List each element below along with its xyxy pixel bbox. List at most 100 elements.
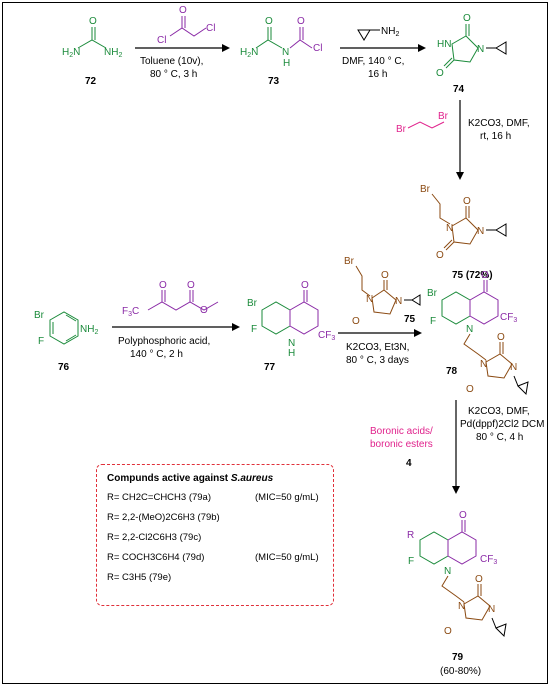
svg-text:R: R xyxy=(407,530,414,541)
step1-condition-temp: 80 ° C, 3 h xyxy=(150,69,197,80)
svg-text:Br: Br xyxy=(427,288,438,299)
chloroacetyl-chloride-structure: O Cl Cl xyxy=(157,5,215,46)
svg-text:N: N xyxy=(477,226,484,237)
svg-text:F: F xyxy=(408,556,414,567)
svg-text:O: O xyxy=(381,270,389,281)
svg-text:Br: Br xyxy=(396,124,407,135)
compound-72-label: 72 xyxy=(85,76,97,87)
svg-text:N: N xyxy=(446,223,453,234)
legend-row-r: R= 2,2-Cl2C6H3 (79c) xyxy=(107,532,202,543)
svg-text:F: F xyxy=(251,324,257,335)
step1-condition-solvent: Toluene (10v), xyxy=(140,56,203,67)
legend-row-79b: R= 2,2-(MeO)2C6H3 (79b) xyxy=(107,512,323,523)
svg-text:O: O xyxy=(466,384,474,395)
step2-condition-solvent: DMF, 140 ° C, xyxy=(342,56,404,67)
boronic-reagent-line1: Boronic acids/ xyxy=(370,426,433,437)
compound-74-structure: O HN N O xyxy=(436,13,507,79)
svg-text:Br: Br xyxy=(438,111,449,122)
step4-condition-acid: Polyphosphoric acid, xyxy=(118,336,210,347)
boronic-reagent-number: 4 xyxy=(406,458,412,469)
svg-text:O: O xyxy=(89,16,97,27)
svg-text:H: H xyxy=(283,58,290,69)
svg-text:O: O xyxy=(301,280,309,291)
step5-condition-base: K2CO3, Et3N, xyxy=(346,342,409,353)
compound-75-label: 75 (72%) xyxy=(452,270,493,281)
svg-text:N: N xyxy=(510,362,517,373)
svg-text:N: N xyxy=(395,296,402,307)
step6-condition-base: K2CO3, DMF, xyxy=(468,406,530,417)
svg-text:N: N xyxy=(282,47,289,58)
svg-text:O: O xyxy=(200,305,208,316)
svg-text:N: N xyxy=(444,566,451,577)
svg-text:O: O xyxy=(481,270,489,281)
legend-title: Compunds active against S.aureus xyxy=(107,473,323,484)
legend-title-prefix: Compunds active against xyxy=(107,473,231,484)
svg-text:N: N xyxy=(288,338,295,349)
svg-text:H: H xyxy=(288,348,295,359)
legend-row-79d: R= COCH3C6H4 (79d) (MIC=50 g/mL) xyxy=(107,552,323,563)
step3-condition-base: K2CO3, DMF, xyxy=(468,118,530,129)
compound-73-structure: O H2N N H O Cl xyxy=(240,16,322,69)
compound-79-label: 79 xyxy=(452,652,464,663)
svg-text:Cl: Cl xyxy=(157,35,166,46)
legend-row-r: R= COCH3C6H4 (79d) xyxy=(107,552,205,563)
svg-text:O: O xyxy=(463,196,471,207)
svg-text:H2N: H2N xyxy=(62,47,80,59)
step4-condition-temp: 140 ° C, 2 h xyxy=(130,349,183,360)
svg-text:O: O xyxy=(475,574,483,585)
compound-76-structure: Br F NH2 xyxy=(34,310,98,347)
svg-text:NH2: NH2 xyxy=(381,26,399,38)
svg-text:O: O xyxy=(159,280,167,291)
svg-text:Br: Br xyxy=(247,298,258,309)
compound-74-label: 74 xyxy=(453,84,465,95)
compound-79-yield: (60-80%) xyxy=(440,666,481,677)
svg-text:O: O xyxy=(497,332,505,343)
compound-73-label: 73 xyxy=(268,76,280,87)
svg-text:F3C: F3C xyxy=(122,306,139,318)
svg-text:Br: Br xyxy=(34,310,45,321)
compound-72-structure: O H2N NH2 xyxy=(62,16,122,59)
svg-text:O: O xyxy=(463,13,471,24)
compound-79-structure: O R F N CF3 O N N O xyxy=(407,510,507,638)
step6-condition-temp: 80 ° C, 4 h xyxy=(476,432,523,443)
svg-text:N: N xyxy=(477,44,484,55)
svg-text:H2N: H2N xyxy=(240,47,258,59)
legend-row-r: R= C3H5 (79e) xyxy=(107,572,172,583)
svg-text:HN: HN xyxy=(437,39,451,50)
svg-text:O: O xyxy=(436,68,444,79)
svg-text:Br: Br xyxy=(420,184,431,195)
step5-condition-temp: 80 ° C, 3 days xyxy=(346,355,409,366)
compound-75-structure: Br O N N O xyxy=(420,184,507,261)
legend-row-r: R= CH2C=CHCH3 (79a) xyxy=(107,492,212,503)
dibromoethane-structure: Br Br xyxy=(396,111,449,135)
svg-text:CF3: CF3 xyxy=(500,312,517,324)
trifluoroacetoacetate-structure: O O O F3C xyxy=(122,280,219,318)
svg-text:N: N xyxy=(458,601,465,612)
svg-text:Cl: Cl xyxy=(313,43,322,54)
compound-78-structure: O Br F N CF3 O N N O xyxy=(427,270,529,396)
reagent-75-structure: Br O N N O xyxy=(344,256,421,327)
svg-text:F: F xyxy=(430,316,436,327)
svg-text:O: O xyxy=(179,5,187,16)
svg-text:O: O xyxy=(352,316,360,327)
legend-row-mic: (MIC=50 g/mL) xyxy=(255,492,319,503)
legend-row-79c: R= 2,2-Cl2C6H3 (79c) xyxy=(107,532,323,543)
svg-text:O: O xyxy=(297,16,305,27)
legend-row-79e: R= C3H5 (79e) xyxy=(107,572,323,583)
legend-row-79a: R= CH2C=CHCH3 (79a) (MIC=50 g/mL) xyxy=(107,492,323,503)
svg-text:O: O xyxy=(444,626,452,637)
legend-row-mic: (MIC=50 g/mL) xyxy=(255,552,319,563)
compound-78-label: 78 xyxy=(446,366,458,377)
svg-text:O: O xyxy=(187,280,195,291)
svg-text:NH2: NH2 xyxy=(104,47,122,59)
svg-text:CF3: CF3 xyxy=(480,554,497,566)
legend-title-organism: S.aureus xyxy=(230,473,274,484)
svg-text:Br: Br xyxy=(344,256,355,267)
compound-76-label: 76 xyxy=(58,362,70,373)
active-compounds-box: Compunds active against S.aureus R= CH2C… xyxy=(96,464,334,606)
svg-text:O: O xyxy=(265,16,273,27)
svg-text:F: F xyxy=(38,336,44,347)
svg-text:Cl: Cl xyxy=(206,23,215,34)
